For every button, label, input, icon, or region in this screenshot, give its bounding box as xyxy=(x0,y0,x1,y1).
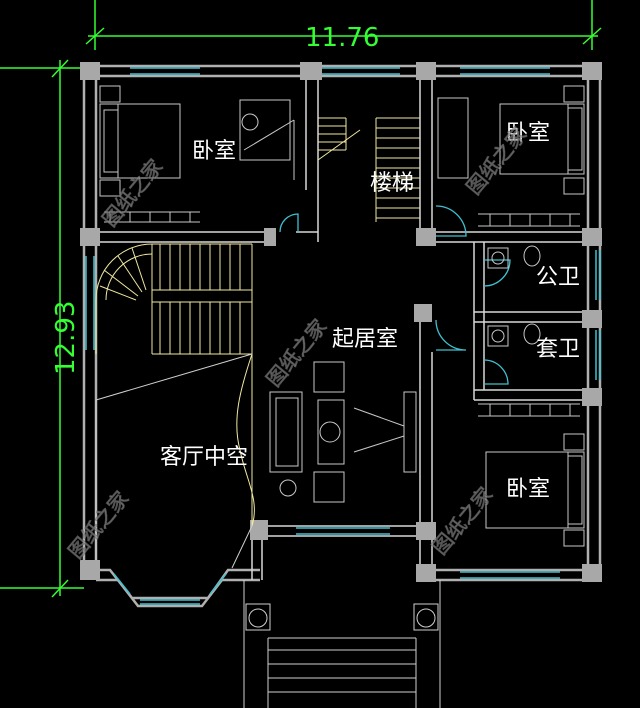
bed-nw xyxy=(99,85,295,223)
bed-se xyxy=(478,403,585,547)
width-dimension: 11.76 xyxy=(305,23,379,53)
room-label-stair: 楼梯 xyxy=(370,171,414,196)
watermark: 图纸之家 xyxy=(461,122,531,199)
windows xyxy=(85,67,601,605)
dimension-lines xyxy=(0,0,602,598)
room-label-bedroom-nw: 卧室 xyxy=(192,139,236,164)
stairs-spiral xyxy=(95,243,255,527)
wardrobe-nw xyxy=(109,212,191,222)
room-label-bedroom-ne: 卧室 xyxy=(506,121,550,146)
room-label-void: 客厅中空 xyxy=(160,445,248,470)
room-label-living: 起居室 xyxy=(332,327,398,352)
void-outline xyxy=(95,353,253,569)
stairs-main xyxy=(317,117,420,222)
bath-fixtures xyxy=(487,245,541,347)
watermark: 图纸之家 xyxy=(427,482,497,559)
watermark: 图纸之家 xyxy=(63,486,133,563)
watermark: 图纸之家 xyxy=(97,154,167,231)
room-label-suite-bath: 套卫 xyxy=(536,337,580,362)
entrance-steps xyxy=(243,580,441,708)
watermark: 图纸之家 xyxy=(261,314,331,391)
bed-ne xyxy=(437,85,585,227)
room-label-public-bath: 公卫 xyxy=(536,265,580,290)
room-label-bedroom-se: 卧室 xyxy=(506,477,550,502)
height-dimension: 12.93 xyxy=(51,301,81,375)
doors xyxy=(279,205,511,385)
living-furniture xyxy=(269,361,417,503)
columns xyxy=(80,62,602,582)
